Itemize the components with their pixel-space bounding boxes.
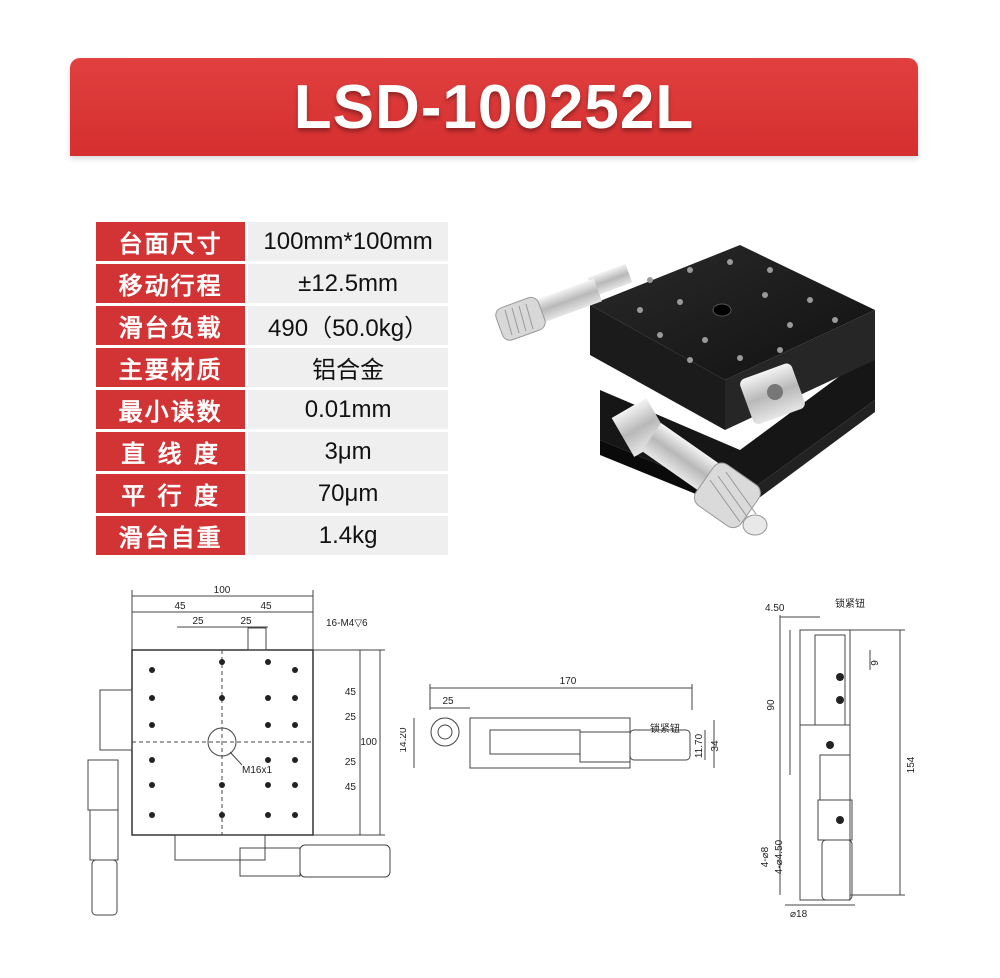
spec-value: 铝合金 [248, 348, 448, 387]
dim-label: 90 [766, 699, 777, 711]
spec-key: 滑台负载 [96, 306, 249, 345]
spec-value: 0.01mm [248, 390, 448, 429]
product-model-title: LSD-100252L [293, 72, 695, 142]
drawing-top-view: 100 45 45 25 25 16-M4▽6 M16x1 45 25 25 4… [87, 585, 391, 916]
dim-label: 34 [710, 740, 720, 752]
dim-label: 4.50 [765, 603, 785, 614]
dim-label: 154 [906, 756, 917, 773]
lock-note: 锁紧钮 [650, 722, 680, 735]
dim-label: ⌀18 [790, 909, 808, 920]
dim-label: 11.70 [694, 733, 705, 758]
dim-label: 45 [345, 687, 357, 698]
title-banner: LSD-100252L [70, 58, 918, 156]
dim-label: 45 [174, 601, 186, 612]
dim-label: 4-⌀8 [760, 846, 771, 867]
dim-label: 9 [870, 660, 881, 666]
spec-key: 主要材质 [96, 348, 249, 387]
spec-key: 台面尺寸 [96, 222, 249, 261]
spec-value: 1.4kg [248, 516, 448, 555]
spec-value: 490（50.0kg） [248, 306, 448, 345]
dim-label: 100 [360, 737, 377, 748]
spec-value: 100mm*100mm [248, 222, 448, 261]
dim-label: 25 [345, 712, 357, 723]
dim-label: 100 [214, 585, 231, 596]
spec-value: 3μm [248, 432, 448, 471]
drawing-side-view: 4.50 锁紧钮 9 90 154 4-⌀8 4-⌀4.50 ⌀18 [760, 597, 917, 920]
spec-row: 移动行程±12.5mm [96, 264, 448, 303]
dim-label: 45 [260, 601, 272, 612]
spec-key: 最小读数 [96, 390, 249, 429]
dim-label: 170 [560, 676, 577, 687]
dim-label: 4-⌀4.50 [774, 839, 785, 874]
dim-label: 25 [442, 696, 454, 707]
spec-value: 70μm [248, 474, 448, 513]
spec-key: 直 线 度 [96, 432, 249, 471]
spec-key: 移动行程 [96, 264, 249, 303]
drawing-front-view: 170 25 14.20 11.70 34 锁紧钮 [400, 676, 720, 769]
lock-note: 锁紧钮 [835, 597, 865, 610]
thread-note: M16x1 [242, 765, 272, 776]
hole-note: 16-M4▽6 [326, 618, 368, 629]
dim-label: 45 [345, 782, 357, 793]
spec-key: 滑台自重 [96, 516, 249, 555]
spec-value: ±12.5mm [248, 264, 448, 303]
spec-key: 平 行 度 [96, 474, 249, 513]
product-photo [495, 245, 875, 536]
dim-label: 25 [240, 616, 252, 627]
dim-label: 25 [345, 757, 357, 768]
spec-row: 主要材质铝合金 [96, 348, 448, 387]
dim-label: 14.20 [400, 727, 409, 752]
dim-label: 25 [192, 616, 204, 627]
